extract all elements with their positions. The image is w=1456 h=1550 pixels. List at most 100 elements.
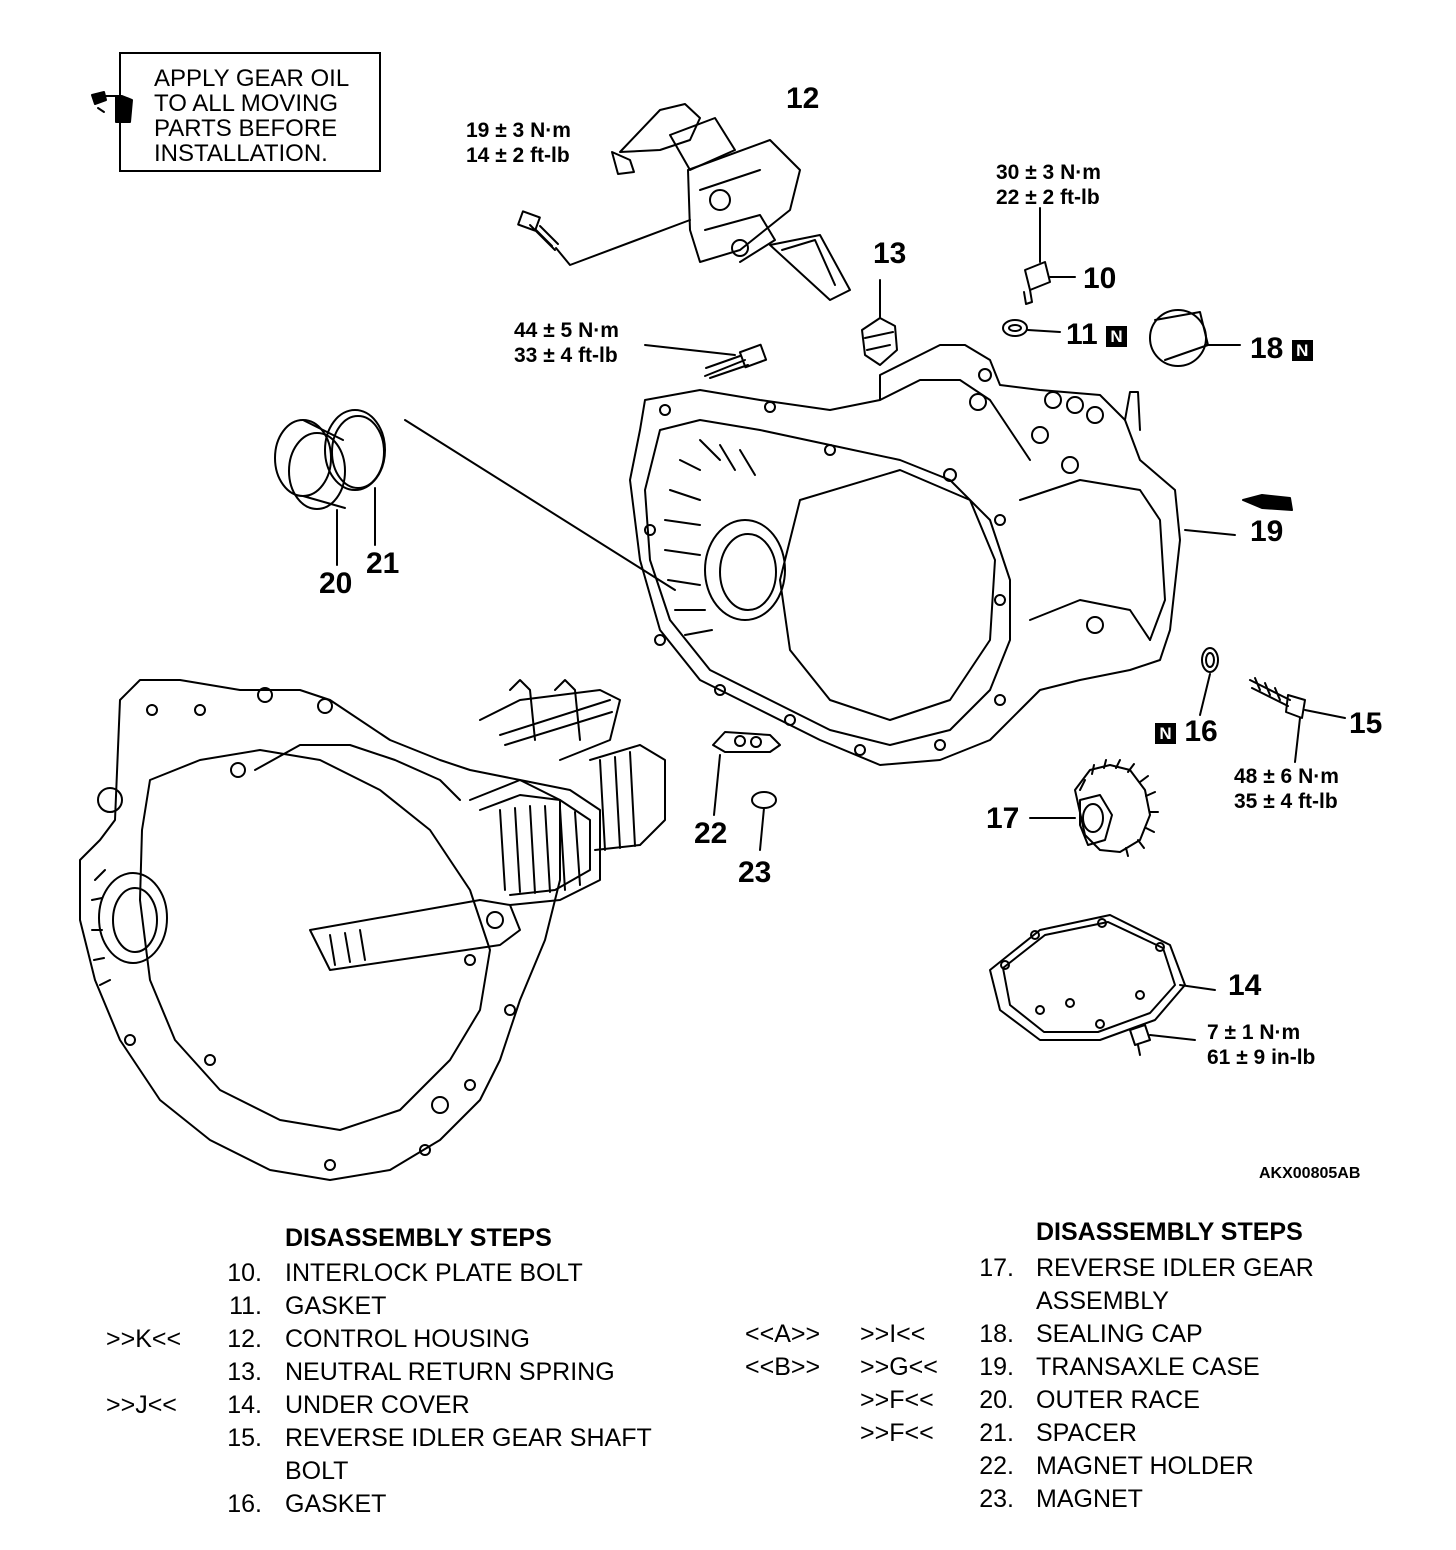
step-code: >>J<< xyxy=(106,1391,177,1419)
magnet-holder-part xyxy=(712,731,781,816)
torque-interlock-bolt: 30 ± 3 N·m 22 ± 2 ft-lb xyxy=(996,160,1101,210)
step-code: >>K<< xyxy=(106,1325,182,1353)
gasket-16-part xyxy=(1199,647,1219,716)
callout-16: N 16 xyxy=(1155,717,1218,747)
step-number: 23. xyxy=(979,1485,1014,1513)
step-number: 20. xyxy=(979,1386,1014,1414)
new-part-badge-18: N xyxy=(1291,339,1313,361)
control-housing-bolt xyxy=(517,210,691,266)
step-number: 17. xyxy=(979,1254,1014,1282)
step-name: TRANSAXLE CASE xyxy=(1036,1353,1260,1381)
control-housing-part xyxy=(611,103,851,301)
step-number: 15. xyxy=(227,1424,262,1452)
callout-17: 17 xyxy=(986,802,1020,835)
step-name: REVERSE IDLER GEAR SHAFT xyxy=(285,1424,652,1452)
note-line-1: APPLY GEAR OIL xyxy=(154,65,350,92)
step-name: GASKET xyxy=(285,1490,387,1518)
callout-23: 23 xyxy=(738,856,772,889)
new-part-badge-11: N xyxy=(1106,325,1128,347)
callout-13: 13 xyxy=(873,237,907,270)
under-cover-part xyxy=(989,914,1216,1041)
clutch-housing-part xyxy=(79,679,666,1181)
torque-control-housing: 19 ± 3 N·m 14 ± 2 ft-lb xyxy=(466,118,571,168)
step-name: SPACER xyxy=(1036,1419,1137,1447)
step-code: >>I<< xyxy=(860,1320,926,1348)
step-number: 12. xyxy=(227,1325,262,1353)
oil-can-icon xyxy=(91,91,133,123)
new-part-badge-16: N xyxy=(1155,722,1176,744)
torque-under-cover-bolt: 7 ± 1 N·m 61 ± 9 in-lb xyxy=(1207,1020,1315,1070)
torque-ftlb: 61 ± 9 in-lb xyxy=(1207,1046,1316,1069)
callout-14: 14 xyxy=(1228,969,1262,1002)
torque-idler-shaft-bolt: 48 ± 6 N·m 35 ± 4 ft-lb xyxy=(1234,764,1339,814)
step-code: <<B>> xyxy=(745,1353,821,1381)
torque-nm: 44 ± 5 N·m xyxy=(514,319,619,342)
step-name: BOLT xyxy=(285,1457,349,1485)
gasket-11-part xyxy=(1002,319,1061,337)
callout-21: 21 xyxy=(366,547,400,580)
step-number: 22. xyxy=(979,1452,1014,1480)
callout-11: 11 N xyxy=(1066,318,1128,351)
step-number: 16. xyxy=(227,1490,262,1518)
step-code: <<A>> xyxy=(745,1320,821,1348)
callout-16-number: 16 xyxy=(1184,715,1218,748)
step-name: GASKET xyxy=(285,1292,387,1320)
torque-ftlb: 33 ± 4 ft-lb xyxy=(514,344,618,367)
callout-18: 18 N xyxy=(1250,334,1313,364)
spacer-part xyxy=(324,409,676,591)
step-name: OUTER RACE xyxy=(1036,1386,1200,1414)
callout-11-number: 11 xyxy=(1066,318,1098,351)
callout-19: 19 xyxy=(1250,515,1284,548)
step-code: >>F<< xyxy=(860,1386,934,1414)
step-number: 14. xyxy=(227,1391,262,1419)
transaxle-case-part xyxy=(629,344,1236,766)
callout-18-number: 18 xyxy=(1250,332,1284,365)
steps-title-left: DISASSEMBLY STEPS xyxy=(285,1224,552,1252)
torque-nm: 48 ± 6 N·m xyxy=(1234,765,1339,788)
under-cover-bolt-part xyxy=(1129,1024,1196,1056)
torque-ftlb: 22 ± 2 ft-lb xyxy=(996,186,1100,209)
torque-ftlb: 35 ± 4 ft-lb xyxy=(1234,790,1338,813)
sealant-tube-icon xyxy=(1242,494,1293,511)
callout-15: 15 xyxy=(1349,707,1383,740)
note-line-2: TO ALL MOVING xyxy=(154,90,339,117)
step-name: MAGNET HOLDER xyxy=(1036,1452,1254,1480)
step-name: REVERSE IDLER GEAR xyxy=(1036,1254,1314,1282)
neutral-return-spring-part xyxy=(861,279,898,366)
callout-20: 20 xyxy=(319,567,353,600)
step-number: 21. xyxy=(979,1419,1014,1447)
step-name: UNDER COVER xyxy=(285,1391,470,1419)
step-number: 18. xyxy=(979,1320,1014,1348)
callout-22: 22 xyxy=(694,817,728,850)
sealing-cap-part xyxy=(1149,309,1241,367)
step-code: >>F<< xyxy=(860,1419,934,1447)
diagram-code: AKX00805AB xyxy=(1259,1165,1361,1182)
torque-case-bolt: 44 ± 5 N·m 33 ± 4 ft-lb xyxy=(514,318,619,368)
torque-nm: 19 ± 3 N·m xyxy=(466,119,571,142)
outer-race-part xyxy=(274,419,346,566)
callout-12: 12 xyxy=(786,82,820,115)
note-box xyxy=(119,52,381,172)
step-name: INTERLOCK PLATE BOLT xyxy=(285,1259,583,1287)
callout-10: 10 xyxy=(1083,262,1117,295)
step-name: MAGNET xyxy=(1036,1485,1143,1513)
idler-shaft-bolt-part xyxy=(1249,677,1346,763)
step-number: 19. xyxy=(979,1353,1014,1381)
step-number: 11. xyxy=(229,1292,262,1320)
case-bolt-part xyxy=(644,343,768,379)
step-number: 10. xyxy=(227,1259,262,1287)
step-code: >>G<< xyxy=(860,1353,938,1381)
step-name: ASSEMBLY xyxy=(1036,1287,1169,1315)
step-name: NEUTRAL RETURN SPRING xyxy=(285,1358,615,1386)
step-number: 13. xyxy=(227,1358,262,1386)
step-name: CONTROL HOUSING xyxy=(285,1325,530,1353)
magnet-part xyxy=(751,791,777,851)
steps-title-right: DISASSEMBLY STEPS xyxy=(1036,1218,1303,1246)
note-line-3: PARTS BEFORE xyxy=(154,115,338,142)
torque-ftlb: 14 ± 2 ft-lb xyxy=(466,144,570,167)
torque-nm: 7 ± 1 N·m xyxy=(1207,1021,1301,1044)
interlock-plate-bolt-part xyxy=(1023,207,1076,305)
reverse-idler-gear-part xyxy=(1029,759,1159,857)
note-line-4: INSTALLATION. xyxy=(154,140,328,167)
